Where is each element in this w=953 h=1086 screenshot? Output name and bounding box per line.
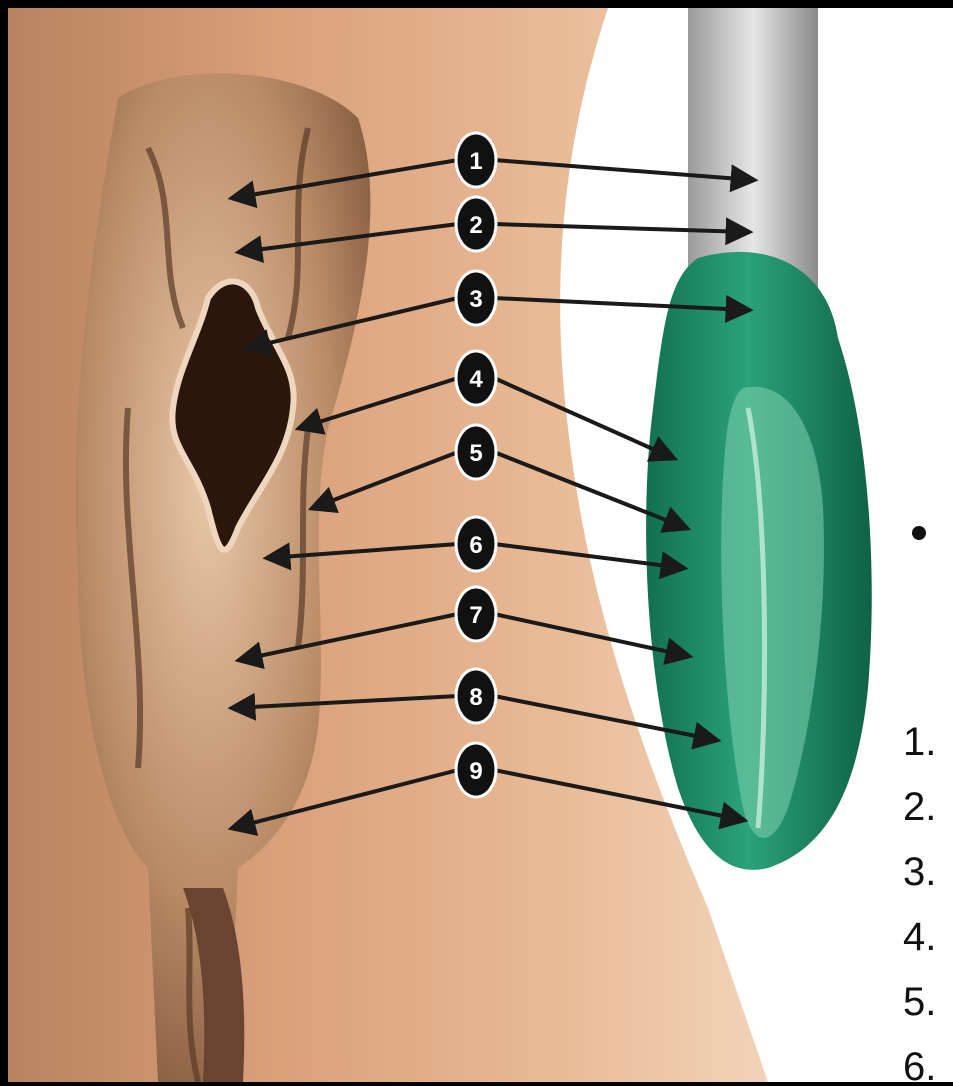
marker-4-label: 4 bbox=[469, 366, 483, 393]
marker-8-label: 8 bbox=[469, 684, 482, 711]
marker-3-label: 3 bbox=[469, 286, 482, 313]
marker-6-label: 6 bbox=[469, 532, 482, 559]
marker-1-label: 1 bbox=[469, 148, 482, 175]
list-item-6: 6. bbox=[903, 1045, 936, 1082]
marker-5: 5 bbox=[456, 425, 496, 479]
anatomy-diagram: 1 2 3 4 5 bbox=[8, 8, 953, 1082]
list-item-4: 4. bbox=[903, 915, 936, 960]
marker-1: 1 bbox=[456, 133, 496, 187]
marker-6: 6 bbox=[456, 517, 496, 571]
marker-2: 2 bbox=[456, 197, 496, 251]
slide-canvas: 1 2 3 4 5 bbox=[8, 8, 953, 1082]
marker-4: 4 bbox=[456, 351, 496, 405]
marker-9-label: 9 bbox=[469, 758, 482, 785]
list-item-3: 3. bbox=[903, 850, 936, 895]
marker-3: 3 bbox=[456, 271, 496, 325]
list-item-5: 5. bbox=[903, 980, 936, 1025]
list-item-2: 2. bbox=[903, 785, 936, 830]
marker-8: 8 bbox=[456, 669, 496, 723]
marker-5-label: 5 bbox=[469, 440, 482, 467]
marker-2-label: 2 bbox=[469, 212, 482, 239]
list-item-1: 1. bbox=[903, 720, 936, 765]
bullet-point bbox=[912, 526, 926, 540]
markers: 1 2 3 4 5 bbox=[456, 133, 496, 797]
marker-7: 7 bbox=[456, 587, 496, 641]
marker-7-label: 7 bbox=[469, 602, 482, 629]
marker-9: 9 bbox=[456, 743, 496, 797]
